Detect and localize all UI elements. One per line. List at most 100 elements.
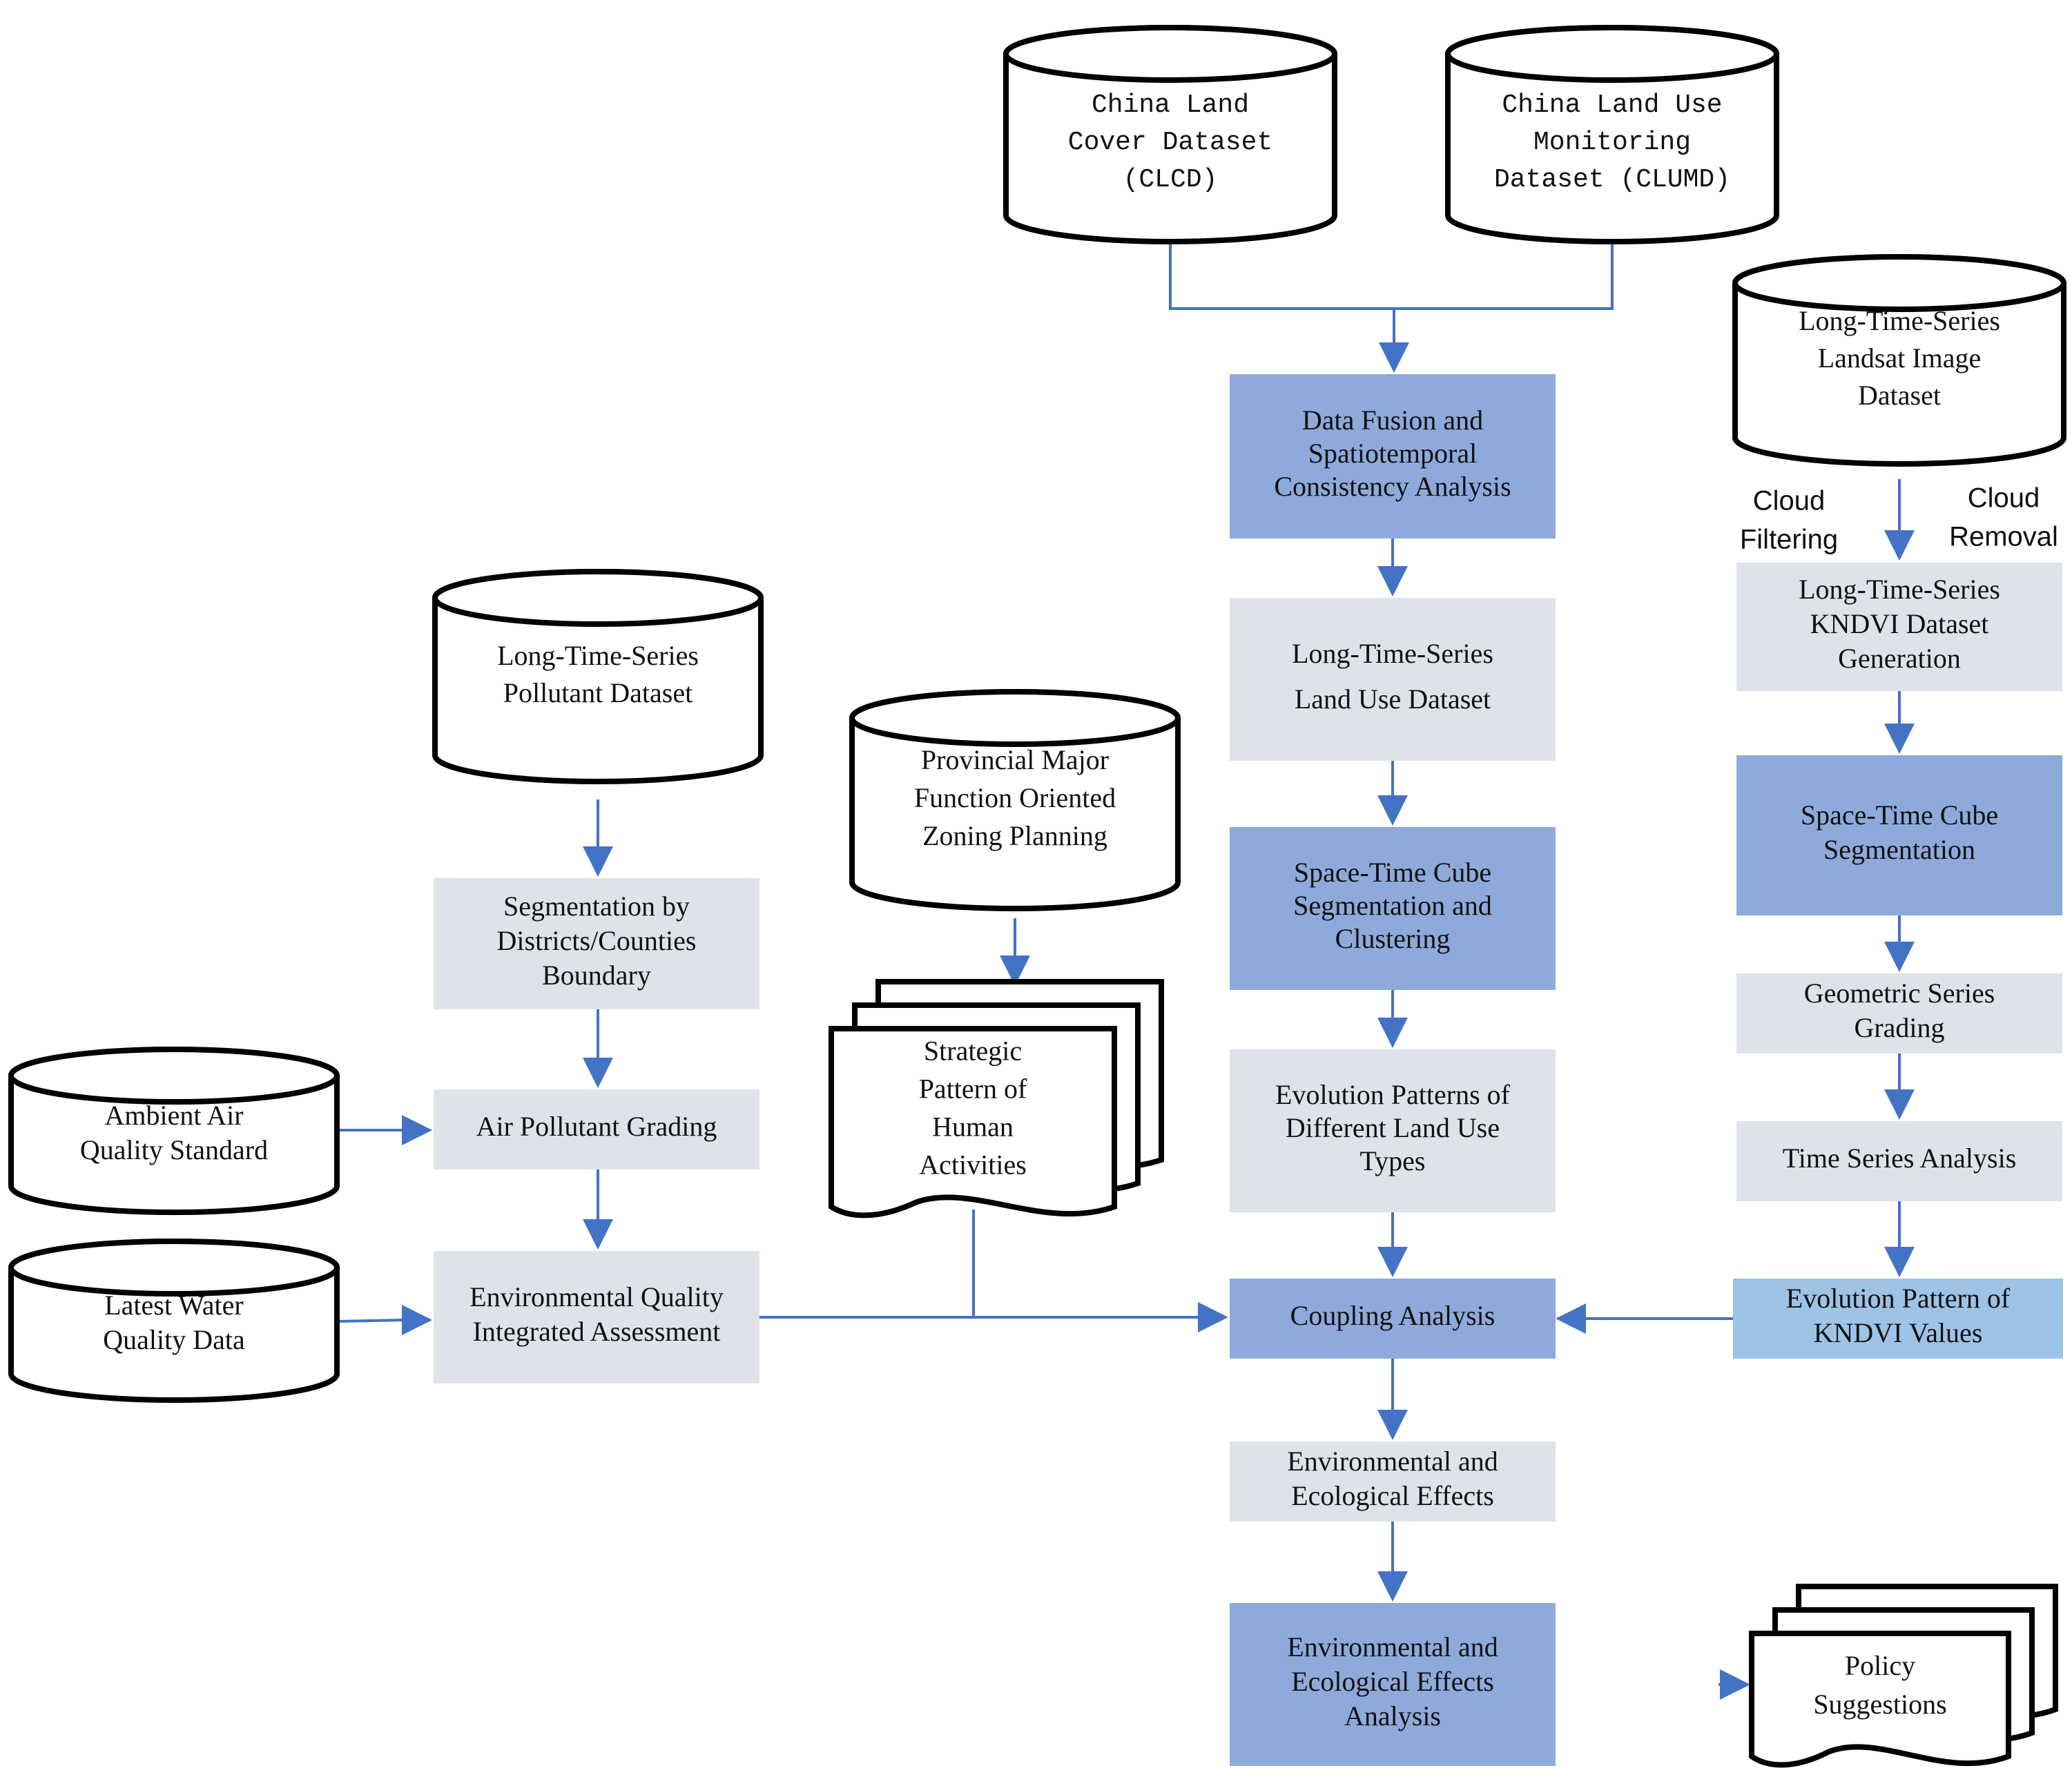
box-data-fusion-line-1: Data Fusion and [1302, 405, 1483, 436]
cylinder-zoning-line-1: Provincial Major [921, 744, 1109, 775]
box-segmentation-districts-line-3: Boundary [542, 960, 651, 991]
box-effects-analysis-line-2: Ecological Effects [1291, 1666, 1494, 1697]
box-data-fusion-shape [1230, 374, 1556, 538]
box-land-use-dataset-shape [1230, 598, 1556, 761]
box-geometric-grading-line-2: Grading [1854, 1012, 1944, 1043]
box-geometric-grading-shape [1736, 973, 2062, 1054]
doc-strategic-pattern-line-3: Human [932, 1112, 1014, 1143]
cylinder-zoning-line-3: Zoning Planning [922, 820, 1107, 851]
connector-evolution-to-coupling-head [1377, 1247, 1408, 1277]
cylinder-clcd-cap [1003, 25, 1337, 83]
box-effects-analysis-line-1: Environmental and [1287, 1631, 1498, 1662]
label-cloud-filtering-line-2: Filtering [1740, 525, 1838, 555]
box-air-grading-line-1: Air Pollutant Grading [476, 1111, 717, 1142]
box-kndvi-evolution-line-1: Evolution Pattern of [1786, 1283, 2011, 1314]
connector-water-to-env-head [402, 1305, 432, 1335]
cylinder-water-cap [8, 1239, 340, 1297]
cylinder-landsat-line-1: Long-Time-Series [1799, 305, 2000, 336]
cylinder-pollutant-line-1: Long-Time-Series [497, 640, 699, 671]
box-kndvi-generation-shape [1736, 563, 2062, 691]
box-air-grading-shape [434, 1089, 759, 1169]
box-effects-shape [1230, 1442, 1556, 1522]
box-evolution-patterns-line-3: Types [1360, 1145, 1426, 1176]
connector-air-standard-to-grading-head [402, 1115, 432, 1145]
connector-coupling-to-effects-head [1377, 1410, 1408, 1440]
connectors [336, 242, 1915, 1700]
box-cube-clustering-line-3: Clustering [1335, 923, 1451, 954]
cylinder-landsat-line-3: Dataset [1858, 380, 1941, 411]
label-cloud-removal-line-1: Cloud [1968, 483, 2040, 514]
label-cloud-filtering-line-1: Cloud [1753, 486, 1826, 516]
box-segmentation-districts-line-1: Segmentation by [503, 891, 690, 922]
box-kndvi-evolution-line-2: KNDVI Values [1814, 1317, 1983, 1348]
box-evolution-patterns-line-2: Different Land Use [1286, 1112, 1500, 1143]
box-coupling-analysis: Coupling Analysis [1230, 1279, 1556, 1359]
connector-landsat-to-kndvi-head [1884, 530, 1915, 561]
cylinder-zoning-cap [849, 689, 1181, 747]
box-env-quality-line-2: Integrated Assessment [473, 1316, 721, 1347]
box-effects-line-2: Ecological Effects [1291, 1480, 1494, 1511]
box-kndvi-generation-line-1: Long-Time-Series [1799, 574, 2000, 605]
connector-pollutant-to-segmentation-head [583, 846, 613, 877]
box-effects-line-1: Environmental and [1287, 1446, 1498, 1477]
box-data-fusion-line-3: Consistency Analysis [1274, 471, 1511, 502]
box-coupling-analysis-line-1: Coupling Analysis [1290, 1300, 1495, 1331]
box-cube-segmentation-line-2: Segmentation [1823, 834, 1975, 865]
box-segmentation-districts-line-2: Districts/Counties [497, 925, 697, 956]
connector-segmentation-to-air-grading-head [583, 1058, 613, 1088]
cylinder-air-standard-cap [8, 1047, 340, 1105]
cylinder-landsat-line-2: Landsat Image [1818, 342, 1982, 373]
label-cloud-removal-line-2: Removal [1949, 522, 2058, 552]
box-env-quality-line-1: Environmental Quality [469, 1281, 724, 1312]
cylinder-clumd-line-1: China Land Use [1502, 90, 1722, 120]
box-cube-segmentation-shape [1736, 755, 2062, 915]
box-geometric-grading-line-1: Geometric Series [1804, 978, 1995, 1009]
box-kndvi-generation-line-2: KNDVI Dataset [1810, 608, 1989, 639]
cylinder-pollutant-line-2: Pollutant Dataset [503, 677, 693, 708]
connector-grading-to-timeseries-head [1884, 1089, 1915, 1120]
cylinder-water-line-1: Latest Water [104, 1290, 244, 1321]
box-air-grading: Air Pollutant Grading [434, 1089, 759, 1169]
cylinder-clcd-line-2: Cover Dataset [1068, 128, 1272, 157]
cylinder-clumd-line-3: Dataset (CLUMD) [1494, 165, 1730, 195]
doc-policy-suggestions-line-2: Suggestions [1813, 1689, 1946, 1720]
doc-strategic-pattern-page-1 [829, 1026, 1117, 1219]
box-coupling-analysis-shape [1230, 1279, 1556, 1359]
doc-strategic-pattern-line-1: Strategic [924, 1036, 1022, 1067]
doc-strategic-pattern-line-2: Pattern of [919, 1074, 1027, 1105]
box-cube-clustering-shape [1230, 827, 1556, 990]
box-evolution-patterns-line-1: Evolution Patterns of [1275, 1079, 1511, 1110]
connector-kndvi-evolution-to-coupling-head [1556, 1303, 1586, 1334]
connector-clcd-to-fusion [1169, 242, 1395, 345]
doc-policy-suggestions-line-1: Policy [1845, 1650, 1915, 1681]
connector-timeseries-to-kndvi-evolution-head [1884, 1247, 1915, 1277]
box-cube-clustering-line-1: Space-Time Cube [1294, 857, 1491, 888]
connector-air-grading-to-env-head [583, 1219, 613, 1250]
box-effects-analysis-line-3: Analysis [1344, 1700, 1441, 1731]
connector-analysis-to-policy-head [1720, 1669, 1750, 1700]
box-effects-analysis-shape [1230, 1603, 1556, 1766]
box-land-use-dataset-line-1: Long-Time-Series [1292, 638, 1493, 669]
cylinder-air-standard-line-1: Ambient Air [104, 1100, 243, 1131]
connector-cube-seg-to-grading-head [1884, 942, 1915, 972]
connector-water-to-env [336, 1319, 405, 1323]
